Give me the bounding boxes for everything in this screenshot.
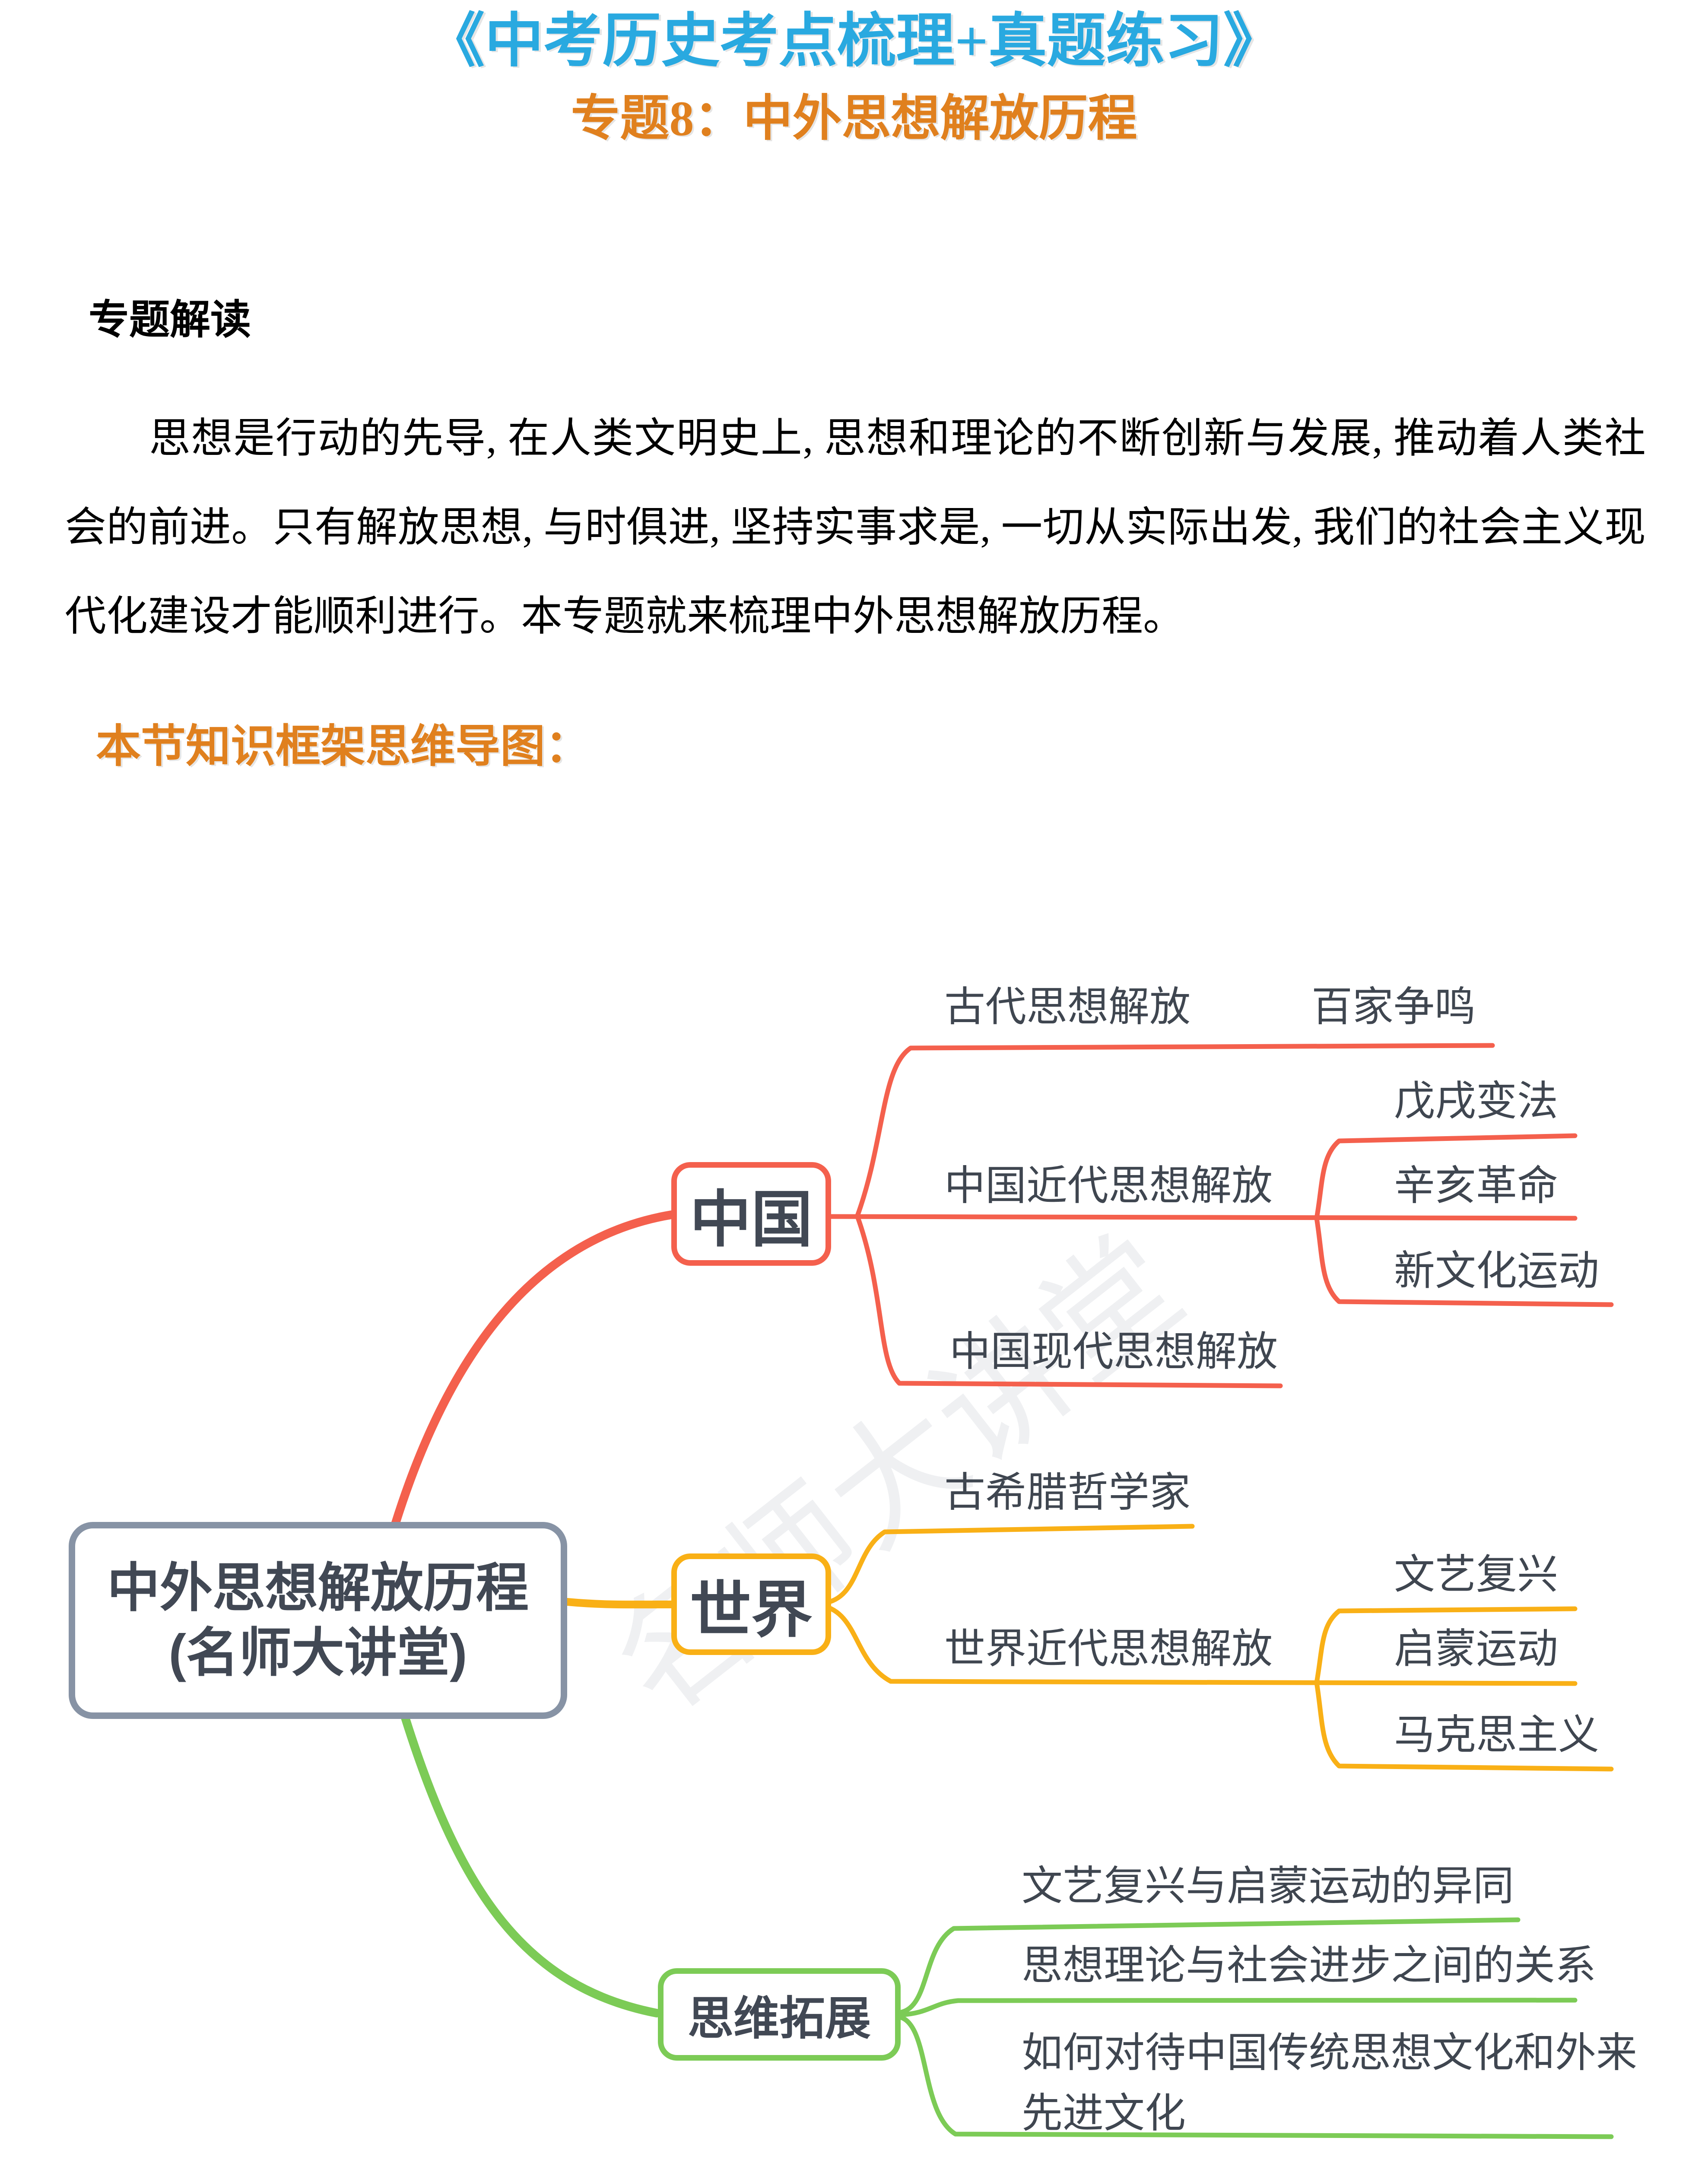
leaf-renaissance-vs-enlightenment: 文艺复兴与启蒙运动的异同 (1022, 1863, 1514, 1909)
leaf-ancient-thought: 古代思想解放 (944, 984, 1191, 1030)
leaf-renaissance: 文艺复兴 (1394, 1552, 1559, 1598)
branch-node-china: 中国 (671, 1162, 831, 1266)
leaf-china-contemporary-thought: 中国现代思想解放 (949, 1329, 1278, 1375)
intro-heading: 专题解读 (89, 298, 251, 343)
intro-paragraph: 思想是行动的先导, 在人类文明史上, 思想和理论的不断创新与发展, 推动着人类社… (65, 415, 1646, 639)
leaf-greek-philosophers: 古希腊哲学家 (944, 1470, 1191, 1515)
china-branch-lines (391, 1043, 1614, 1528)
leaf-world-modern-thought: 世界近代思想解放 (944, 1626, 1273, 1672)
leaf-china-modern-thought: 中国近代思想解放 (944, 1163, 1273, 1209)
document-title: 《中考历史考点梳理+真题练习》 (426, 9, 1282, 74)
leaf-marxism: 马克思主义 (1394, 1712, 1600, 1758)
extension-branch-lines (401, 1713, 1614, 2139)
world-branch-lines (563, 1524, 1614, 1772)
leaf-thought-and-social-progress: 思想理论与社会进步之间的关系 (1022, 1943, 1597, 1988)
leaf-new-culture-movement: 新文化运动 (1394, 1248, 1600, 1294)
leaf-xinhai-geming: 辛亥革命 (1394, 1163, 1559, 1209)
leaf-baijia-zhengming: 百家争鸣 (1311, 984, 1476, 1030)
branch-node-world: 世界 (671, 1553, 831, 1655)
root-node: 中外思想解放历程 (名师大讲堂) (69, 1522, 567, 1719)
leaf-wuxu-bianfa: 戊戌变法 (1394, 1078, 1559, 1124)
root-node-line2: (名师大讲堂) (168, 1623, 467, 1682)
leaf-enlightenment: 启蒙运动 (1394, 1626, 1559, 1672)
document-subtitle: 专题8：中外思想解放历程 (571, 91, 1137, 146)
root-node-line1: 中外思想解放历程 (107, 1559, 529, 1617)
branch-node-extension: 思维拓展 (658, 1968, 901, 2061)
leaf-traditional-and-foreign-culture: 如何对待中国传统思想文化和外来先进文化 (1022, 2030, 1638, 2136)
mindmap-heading: 本节知识框架思维导图： (96, 722, 590, 772)
